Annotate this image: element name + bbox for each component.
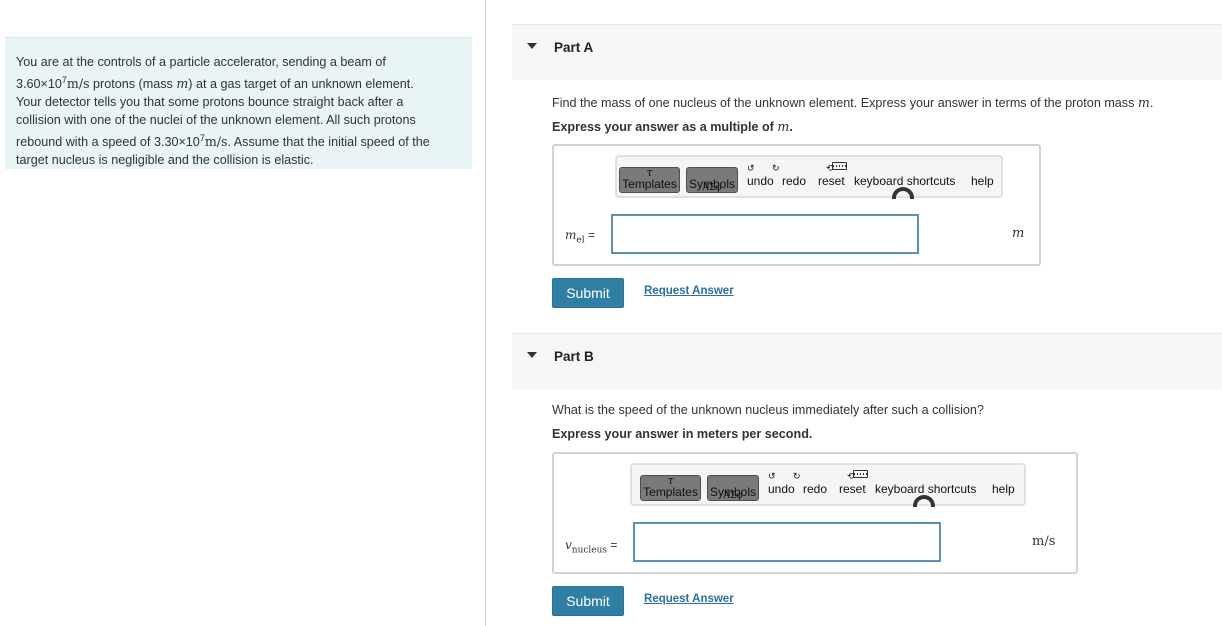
problem-line-5: rebound with a speed of 3.30×107m/s. Ass… [16, 129, 461, 151]
problem-line-1: You are at the controls of a particle ac… [16, 55, 386, 69]
equals-sign: = [610, 538, 618, 552]
problem-text: protons (mass [89, 77, 177, 92]
part-a-answer-input[interactable] [611, 214, 919, 254]
part-a-answer-box: τ Templates Symbols ΑΣφ ↺ undo ↻ redo ⟲ … [552, 144, 1041, 266]
undo-button[interactable]: undo [747, 174, 774, 188]
templates-icon: τ [667, 474, 674, 487]
part-b-variable-label: vnucleus = [565, 538, 617, 555]
templates-button[interactable]: τ Templates [619, 166, 680, 193]
part-a-submit-button[interactable]: Submit [552, 278, 624, 308]
reset-button[interactable]: reset [818, 174, 845, 188]
part-b-unit: m/s [1032, 534, 1056, 549]
keyboard-icon[interactable] [832, 162, 847, 170]
panel-divider [485, 0, 486, 626]
keyboard-arc-icon [892, 187, 914, 199]
undo-icon[interactable]: ↺ [768, 471, 776, 481]
problem-line-3: Your detector tells you that some proton… [16, 95, 404, 110]
part-a-instruction: Express your answer as a multiple of m. [552, 119, 793, 134]
mass-symbol: m [176, 76, 189, 92]
templates-label: Templates [622, 177, 677, 191]
collapse-caret-icon[interactable] [527, 43, 537, 49]
part-b-question: What is the speed of the unknown nucleus… [552, 403, 984, 417]
symbols-icon: ΑΣφ [702, 183, 722, 193]
part-b-submit-button[interactable]: Submit [552, 586, 624, 616]
problem-line-4: collision with one of the nuclei of the … [16, 113, 416, 128]
symbols-icon: ΑΣφ [723, 491, 743, 501]
variable-symbol: v [565, 538, 572, 552]
undo-icon[interactable]: ↺ [747, 163, 755, 173]
instruction-text: Express your answer as a multiple of [552, 120, 778, 134]
keyboard-shortcuts-button[interactable]: keyboard shortcuts [875, 482, 977, 496]
proton-speed-exponent: 7 [61, 75, 67, 85]
reset-icon[interactable]: ⟲ [847, 471, 855, 481]
mass-symbol: m [777, 119, 790, 134]
part-b-header[interactable]: Part B [512, 333, 1222, 389]
variable-symbol: m [565, 228, 577, 242]
proton-speed-value: 3.60×10 [16, 77, 62, 92]
part-a-math-toolbar: τ Templates Symbols ΑΣφ ↺ undo ↻ redo ⟲ … [615, 155, 1003, 199]
instruction-text: . [789, 120, 793, 134]
question-text: . [1149, 96, 1154, 110]
rebound-speed-exponent: 7 [199, 133, 205, 144]
equals-sign: = [587, 228, 595, 242]
redo-button[interactable]: redo [782, 174, 807, 188]
symbols-button[interactable]: Symbols ΑΣφ [707, 475, 759, 501]
keyboard-shortcuts-button[interactable]: keyboard shortcuts [854, 174, 956, 188]
reset-button[interactable]: reset [839, 482, 866, 496]
part-b-request-answer-link[interactable]: Request Answer [644, 593, 734, 605]
undo-button[interactable]: undo [768, 482, 795, 496]
part-b-math-toolbar: τ Templates Symbols ΑΣφ ↺ undo ↻ redo ⟲ … [630, 463, 1026, 507]
symbols-button[interactable]: Symbols ΑΣφ [686, 167, 738, 193]
problem-text: . Assume that the initial speed of the [227, 135, 430, 150]
problem-text: ) at a gas target of an unknown element. [188, 77, 414, 92]
redo-icon[interactable]: ↻ [793, 471, 801, 481]
part-b-title: Part B [554, 349, 594, 364]
problem-line-2: 3.60×107m/s protons (mass m) at a gas ta… [16, 71, 461, 93]
part-a-title: Part A [554, 40, 594, 55]
part-a-question: Find the mass of one nucleus of the unkn… [552, 95, 1153, 110]
variable-subscript: nucleus [571, 545, 608, 556]
part-a-request-answer-link[interactable]: Request Answer [644, 285, 734, 297]
rebound-speed-unit: m/s [204, 134, 228, 150]
help-button[interactable]: help [971, 174, 994, 188]
question-text: Find the mass of one nucleus of the unkn… [552, 96, 1138, 110]
mass-symbol: m [1137, 95, 1150, 110]
part-a-unit: m [1012, 226, 1025, 241]
templates-button[interactable]: τ Templates [640, 474, 701, 501]
part-b-answer-box: τ Templates Symbols ΑΣφ ↺ undo ↻ redo ⟲ … [552, 452, 1078, 574]
keyboard-icon[interactable] [853, 470, 868, 478]
reset-icon[interactable]: ⟲ [826, 163, 834, 173]
part-a-header[interactable]: Part A [512, 24, 1222, 80]
part-b-answer-input[interactable] [633, 522, 941, 562]
problem-text: rebound with a speed of [16, 135, 154, 150]
symbols-label: Symbols [709, 485, 756, 499]
proton-speed-unit: m/s [66, 76, 90, 92]
collapse-caret-icon[interactable] [527, 352, 537, 358]
help-button[interactable]: help [992, 482, 1015, 496]
redo-button[interactable]: redo [803, 482, 828, 496]
keyboard-arc-icon [913, 495, 935, 507]
redo-icon[interactable]: ↻ [772, 163, 780, 173]
part-b-instruction: Express your answer in meters per second… [552, 427, 813, 441]
part-a-variable-label: mel = [565, 228, 595, 245]
problem-line-6: target nucleus is negligible and the col… [16, 153, 314, 168]
templates-icon: τ [646, 166, 653, 179]
variable-subscript: el [576, 235, 585, 246]
templates-label: Templates [643, 485, 698, 499]
problem-statement: You are at the controls of a particle ac… [5, 37, 472, 169]
rebound-speed-value: 3.30×10 [153, 135, 200, 150]
symbols-label: Symbols [688, 177, 735, 191]
